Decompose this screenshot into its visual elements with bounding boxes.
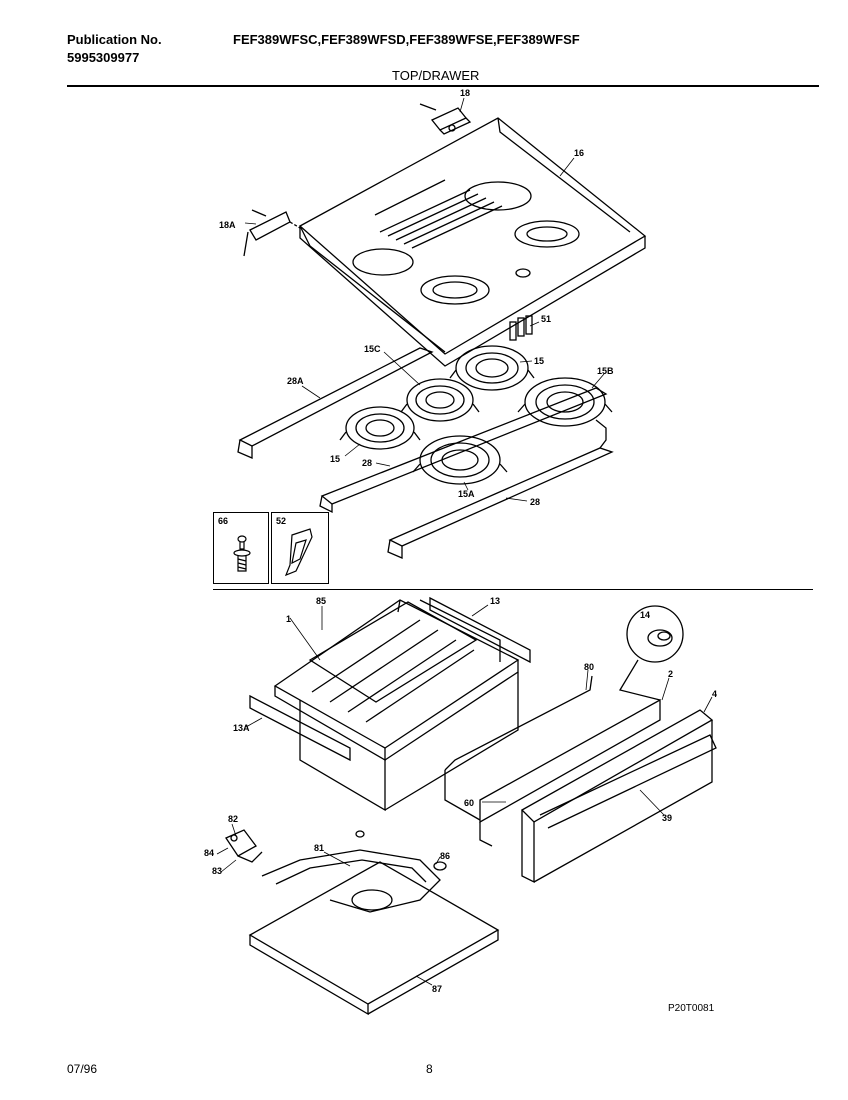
inset-box-66: 66 — [213, 512, 269, 584]
broiler-tray-assembly — [248, 830, 500, 1016]
callout-80: 80 — [584, 662, 594, 672]
callout-18: 18 — [460, 88, 470, 98]
callout-81: 81 — [314, 843, 324, 853]
footer-date: 07/96 — [67, 1062, 98, 1076]
callout-85: 85 — [316, 596, 326, 606]
clip-icon — [284, 528, 313, 577]
callout-15b: 15B — [597, 366, 614, 376]
callout-60: 60 — [464, 798, 474, 808]
callout-18a: 18A — [219, 220, 236, 230]
surface-element-15b — [517, 377, 613, 427]
callout-83: 83 — [212, 866, 222, 876]
switch-bracket — [225, 829, 263, 863]
screw-icon — [233, 535, 251, 572]
callout-15-left: 15 — [330, 454, 340, 464]
callout-1: 1 — [286, 614, 291, 624]
callout-15-rear: 15 — [534, 356, 544, 366]
surface-element-15-left — [339, 406, 421, 450]
callout-14: 14 — [640, 610, 650, 620]
callout-28-right: 28 — [530, 497, 540, 507]
callout-28-left: 28 — [362, 458, 372, 468]
callout-66: 66 — [218, 516, 229, 526]
section-title: TOP/DRAWER — [392, 68, 480, 83]
header-rule — [67, 85, 819, 87]
callout-16: 16 — [574, 148, 584, 158]
drawer-assembly — [249, 596, 531, 812]
callout-28a: 28A — [287, 376, 304, 386]
callout-86: 86 — [440, 851, 450, 861]
rear-channel-28a — [237, 347, 434, 459]
trim-bracket-18a — [243, 209, 301, 257]
section-divider — [213, 589, 813, 590]
element-channel-28-right — [387, 419, 614, 559]
callout-84: 84 — [204, 848, 214, 858]
callout-39: 39 — [662, 813, 672, 823]
inset-box-52: 52 — [271, 512, 329, 584]
callout-13a: 13A — [233, 723, 250, 733]
surface-element-15c — [400, 378, 480, 422]
inset-circle-14 — [618, 605, 684, 701]
model-numbers: FEF389WFSC,FEF389WFSD,FEF389WFSE,FEF389W… — [233, 32, 580, 47]
page-number: 8 — [426, 1062, 433, 1076]
callout-15c: 15C — [364, 344, 381, 354]
publication-number: 5995309977 — [67, 50, 140, 65]
surface-element-15-rear — [449, 345, 535, 391]
callout-13: 13 — [490, 596, 500, 606]
callout-82: 82 — [228, 814, 238, 824]
terminal-blocks-51 — [509, 315, 533, 341]
leader-lines — [216, 97, 713, 986]
callout-51: 51 — [541, 314, 551, 324]
callout-52: 52 — [276, 516, 287, 526]
callout-2: 2 — [668, 669, 673, 679]
cooktop-glass-top — [298, 117, 647, 367]
figure-code: P20T0081 — [668, 1003, 715, 1014]
element-channel-28-left — [319, 387, 608, 514]
callout-15a: 15A — [458, 489, 475, 499]
trim-bracket-18 — [419, 103, 472, 135]
callout-87: 87 — [432, 984, 442, 994]
surface-element-15a — [412, 435, 508, 485]
drawer-front-assembly — [444, 675, 717, 884]
callout-4: 4 — [712, 689, 717, 699]
publication-label: Publication No. — [67, 32, 162, 47]
